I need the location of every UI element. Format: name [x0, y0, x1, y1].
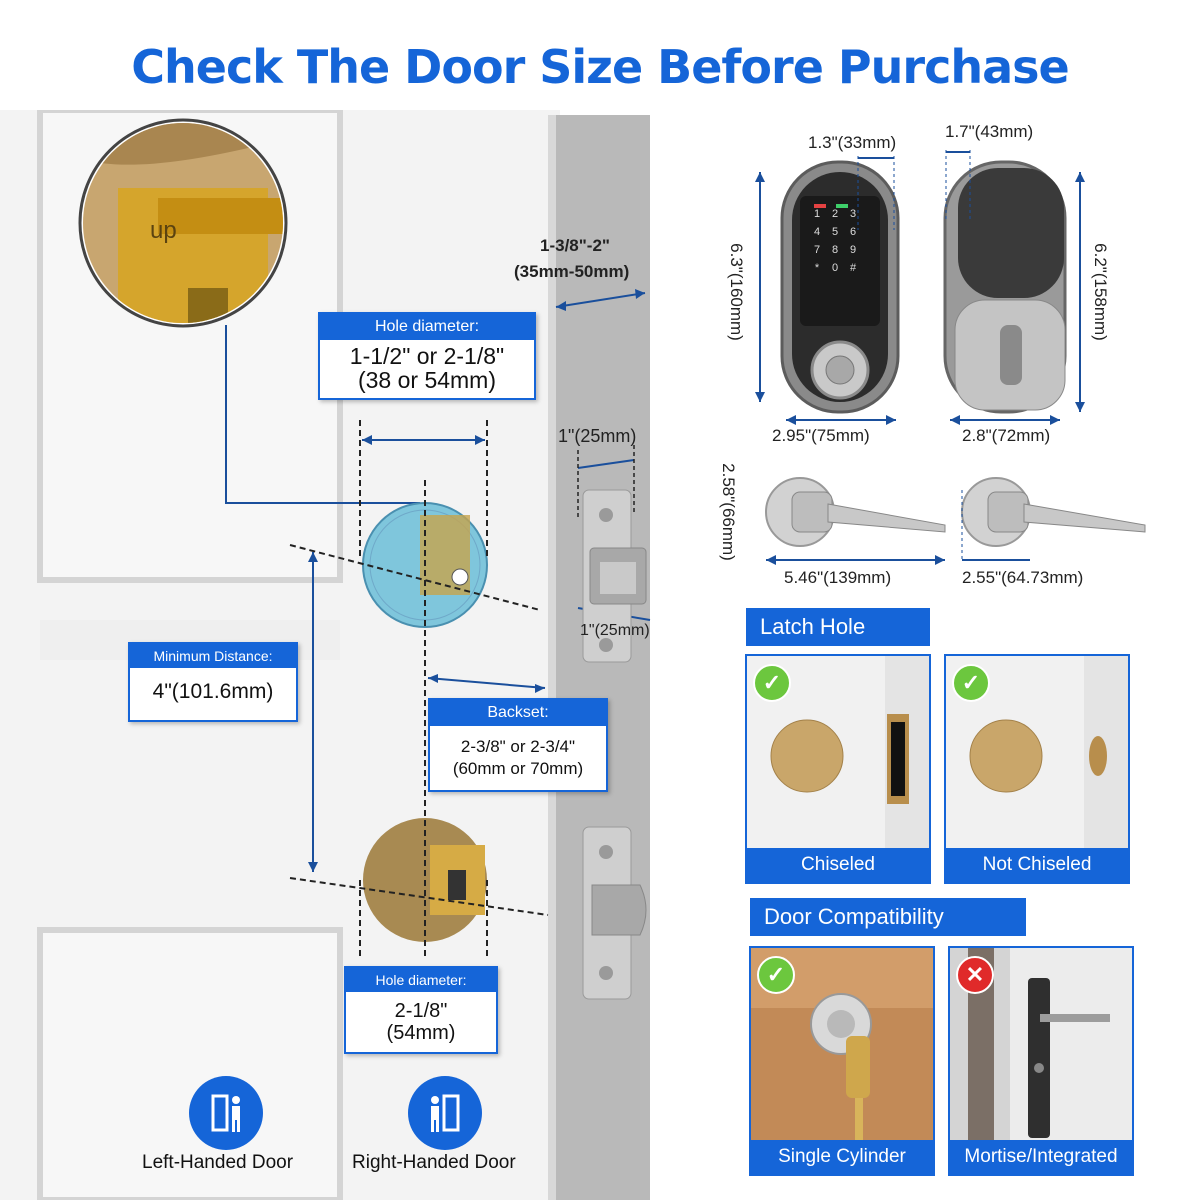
key-5: 5: [831, 226, 839, 238]
backset-line2: (60mm or 70mm): [452, 759, 584, 778]
check-icon: ✓: [952, 664, 990, 702]
minimum-distance-label: Minimum Distance: 4"(101.6mm): [128, 642, 298, 722]
key-4: 4: [813, 226, 821, 238]
hole-diameter-bottom-label: Hole diameter: 2-1/8" (54mm): [344, 966, 498, 1054]
key-hash: #: [849, 262, 857, 274]
front-height-label: 6.3"(160mm): [727, 243, 746, 341]
right-handed-door-icon: [408, 1076, 482, 1150]
key-2: 2: [831, 208, 839, 220]
hole-diameter-top-line1: 1-1/2" or 2-1/8": [349, 343, 505, 369]
not-chiseled-photo: [946, 656, 1128, 882]
latch-stamp: up: [150, 217, 177, 244]
check-icon: ✓: [753, 664, 791, 702]
door-thickness-line2: (35mm-50mm): [514, 262, 630, 281]
not-chiseled-caption: Not Chiseled: [946, 848, 1128, 882]
door-thickness-line1: 1-3/8"-2": [540, 236, 610, 255]
lever-height-label: 2.58"(66mm): [719, 463, 738, 561]
compat-card-single-cylinder: ✓ Single Cylinder: [749, 946, 935, 1176]
right-handed-door-label: Right-Handed Door: [352, 1152, 516, 1173]
latch-hole-card-chiseled: ✓ Chiseled: [745, 654, 931, 884]
door-compatibility-heading: Door Compatibility: [750, 898, 1026, 936]
back-depth-label: 1.7"(43mm): [945, 122, 1034, 141]
left-handed-door-icon: [189, 1076, 263, 1150]
front-depth-label: 1.3"(33mm): [808, 133, 897, 152]
key-3: 3: [849, 208, 857, 220]
cross-icon: ✕: [956, 956, 994, 994]
hole-diameter-bottom-line2: (54mm): [386, 1022, 456, 1044]
minimum-distance-value: 4"(101.6mm): [152, 680, 274, 703]
key-star: *: [814, 262, 820, 274]
hole-diameter-top-header: Hole diameter:: [320, 314, 534, 340]
latch-depth-label: 1"(25mm): [580, 622, 650, 639]
lever-length-label: 5.46"(139mm): [784, 568, 892, 587]
key-6: 6: [849, 226, 857, 238]
compat-card-mortise: ✕ Mortise/Integrated: [948, 946, 1134, 1176]
hole-diameter-bottom-line1: 2-1/8": [394, 1000, 448, 1022]
left-handed-door-label: Left-Handed Door: [142, 1152, 294, 1173]
latch-hole-heading: Latch Hole: [746, 608, 930, 646]
latch-closeup: up: [78, 118, 288, 328]
key-9: 9: [849, 244, 857, 256]
backset-label: Backset: 2-3/8" or 2-3/4" (60mm or 70mm): [428, 698, 608, 792]
page-title: Check The Door Size Before Purchase: [131, 40, 1069, 94]
back-width-label: 2.8"(72mm): [962, 426, 1051, 445]
mortise-caption: Mortise/Integrated: [950, 1140, 1132, 1174]
hole-diameter-top-line2: (38 or 54mm): [357, 367, 497, 393]
keypad: 1 2 3 4 5 6 7 8 9 * 0 #: [808, 208, 864, 274]
latch-width-label: 1"(25mm): [558, 426, 637, 446]
hole-diameter-top-label: Hole diameter: 1-1/2" or 2-1/8" (38 or 5…: [318, 312, 536, 400]
check-icon: ✓: [757, 956, 795, 994]
hole-diameter-bottom-header: Hole diameter:: [346, 968, 496, 992]
lever-dimension-diagram: [765, 477, 1146, 565]
chiseled-caption: Chiseled: [747, 848, 929, 882]
front-width-label: 2.95"(75mm): [772, 426, 870, 445]
lever-rose-label: 2.55"(64.73mm): [962, 568, 1084, 587]
single-cylinder-caption: Single Cylinder: [751, 1140, 933, 1174]
backset-line1: 2-3/8" or 2-3/4": [460, 737, 576, 756]
key-7: 7: [813, 244, 821, 256]
backset-header: Backset:: [430, 700, 606, 726]
lock-dimension-diagram: [755, 150, 1085, 425]
key-0: 0: [831, 262, 839, 274]
minimum-distance-header: Minimum Distance:: [130, 644, 296, 668]
key-1: 1: [813, 208, 821, 220]
latch-hole-card-not-chiseled: ✓ Not Chiseled: [944, 654, 1130, 884]
key-8: 8: [831, 244, 839, 256]
back-height-label: 6.2"(158mm): [1091, 243, 1110, 341]
